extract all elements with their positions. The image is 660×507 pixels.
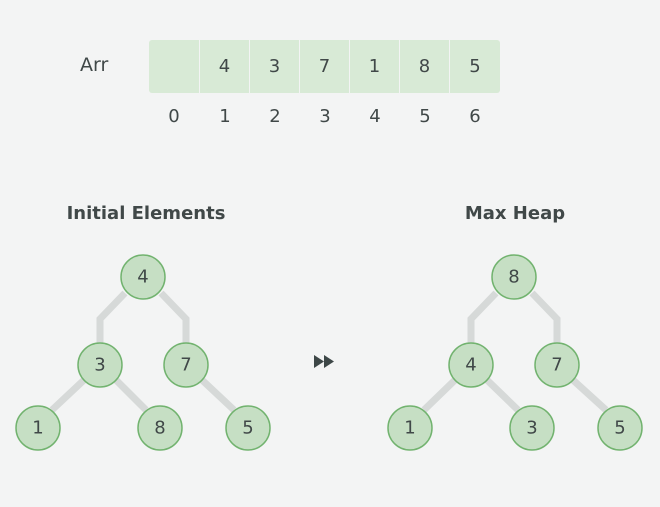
- node-initial-left: [77, 342, 123, 388]
- node-initial-right-right-label: 5: [242, 418, 253, 439]
- edge-initial-left-leftright: [113, 377, 149, 413]
- node-heap-left-right-label: 3: [526, 418, 537, 439]
- node-initial-right-label: 7: [180, 355, 191, 376]
- array-cell-5: 8: [400, 40, 450, 93]
- node-heap-right: [534, 342, 580, 388]
- array-label: Arr: [80, 54, 109, 76]
- node-initial-left-right: [137, 405, 183, 451]
- fast-forward-icon: [314, 355, 334, 368]
- node-initial-root: [120, 254, 166, 300]
- node-initial-right: [163, 342, 209, 388]
- array-cell-0: [149, 40, 200, 93]
- node-heap-left-right: [509, 405, 555, 451]
- array-index-4: 4: [369, 106, 381, 127]
- node-heap-right-label: 7: [551, 355, 562, 376]
- edge-initial-right-rightright: [199, 377, 237, 413]
- node-heap-left: [448, 342, 494, 388]
- node-heap-left-left: [387, 405, 433, 451]
- node-initial-left-right-label: 8: [154, 418, 165, 439]
- node-heap-root: [491, 254, 537, 300]
- array-index-5: 5: [419, 106, 431, 127]
- node-heap-left-label: 4: [465, 355, 476, 376]
- node-initial-left-label: 3: [94, 355, 105, 376]
- edge-initial-left-leftleft: [49, 377, 87, 413]
- node-initial-left-left-label: 1: [32, 418, 43, 439]
- node-heap-right-right: [597, 405, 643, 451]
- edge-heap-left-leftright: [484, 377, 521, 413]
- edge-initial-root-right: [158, 290, 190, 344]
- array-index-0: 0: [168, 106, 180, 127]
- array-cell-6: 5: [469, 56, 481, 77]
- array-cell-2: 3: [250, 40, 300, 93]
- edge-heap-root-left: [467, 290, 499, 344]
- array-index-2: 2: [269, 106, 281, 127]
- array-index-1: 1: [219, 106, 231, 127]
- edge-initial-root-left: [96, 290, 128, 344]
- array-index-6: 6: [469, 106, 481, 127]
- edge-heap-right-rightright: [570, 377, 609, 413]
- node-initial-root-label: 4: [137, 267, 148, 288]
- array-index-3: 3: [319, 106, 331, 127]
- node-heap-right-right-label: 5: [614, 418, 625, 439]
- array-cell-4: 1: [350, 40, 400, 93]
- edge-heap-left-leftleft: [421, 377, 458, 413]
- node-heap-left-left-label: 1: [404, 418, 415, 439]
- max-heap-title: Max Heap: [464, 203, 566, 224]
- node-initial-right-right: [225, 405, 271, 451]
- array-cells: 4 3 7 1 8 5: [149, 40, 500, 93]
- node-heap-root-label: 8: [508, 267, 519, 288]
- initial-elements-title: Initial Elements: [66, 203, 226, 224]
- node-initial-left-left: [15, 405, 61, 451]
- edge-heap-root-right: [529, 290, 561, 344]
- array-cell-3: 7: [300, 40, 350, 93]
- array-cell-1: 4: [200, 40, 250, 93]
